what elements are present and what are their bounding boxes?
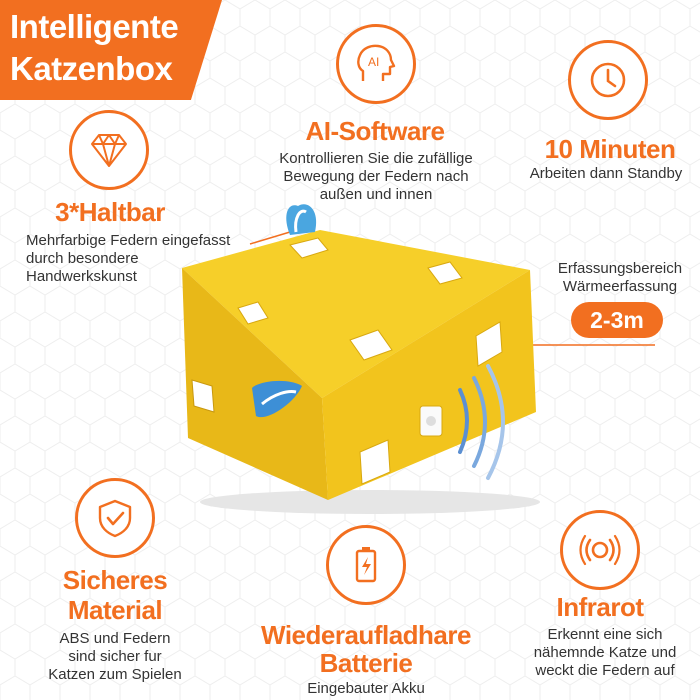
battery-description: Eingebauter Akku (307, 680, 425, 697)
safe-title-line1: Sicheres (62, 565, 168, 595)
battery-icon-circle (326, 525, 406, 605)
title-banner (0, 0, 222, 100)
durable-title: 3*Haltbar (55, 197, 165, 227)
timer-title: 10 Minuten (544, 134, 676, 164)
infrared-description: Erkennt eine sich nähemnde Katze und wec… (533, 626, 677, 679)
banner-title: Intelligente Katzenbox (10, 8, 179, 87)
safe-icon-circle (75, 478, 155, 558)
range-badge: 2-3m (571, 302, 663, 338)
timer-icon-circle (568, 40, 648, 120)
svg-text:AI: AI (368, 55, 379, 69)
shield-check-icon (98, 499, 132, 538)
battery-title-line2: Batterie (319, 648, 413, 678)
diamond-icon (91, 134, 127, 167)
sensor-description: Erfassungsbereich Wärmeerfassung (557, 260, 683, 295)
ai-description: Kontrollieren Sie die zufällige Bewegung… (279, 150, 473, 203)
ai-head-icon: AI (357, 44, 396, 81)
infrared-icon-circle (560, 510, 640, 590)
safe-title-line2: Material (67, 595, 163, 625)
battery-charging-icon (355, 547, 377, 583)
infrared-title: Infrarot (556, 592, 645, 622)
durable-icon-circle (69, 110, 149, 190)
durable-description: Mehrfarbige Federn eingefasst durch beso… (26, 232, 231, 285)
safe-description: ABS und Federn sind sicher fur Katzen zu… (48, 630, 182, 683)
battery-title-line1: Wiederaufladhare (261, 620, 471, 650)
ai-icon-circle: AI (336, 24, 416, 104)
cat-toy-box-image (182, 204, 540, 514)
clock-icon (590, 62, 626, 98)
timer-description: Arbeiten dann Standby (529, 165, 683, 182)
infrared-sensor-icon (579, 534, 621, 566)
ai-title: AI-Software (305, 116, 445, 146)
